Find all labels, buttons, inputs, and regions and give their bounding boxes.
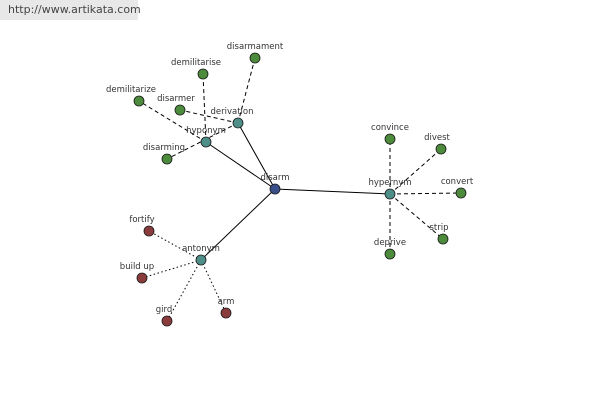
node-label: disarmament [227, 42, 284, 52]
edge-hypernym-strip [389, 193, 444, 240]
edge-disarm-antonym [200, 188, 276, 261]
node-strip[interactable]: strip [429, 223, 449, 245]
node-circle[interactable] [197, 68, 209, 80]
edge-disarm-hypernym [274, 188, 391, 195]
node-circle[interactable] [455, 187, 467, 199]
node-label: hypernym [368, 178, 411, 188]
node-circle[interactable] [220, 307, 232, 319]
node-label: strip [429, 223, 448, 233]
node-circle[interactable] [249, 52, 261, 64]
node-circle[interactable] [437, 233, 449, 245]
edge-hypernym-convert [389, 192, 462, 195]
edge-disarm-hyponym [205, 141, 276, 190]
edge-derivation-disarmer [179, 109, 239, 124]
node-label: disarm [260, 173, 289, 183]
node-circle[interactable] [384, 188, 396, 200]
edge-derivation-disarming [166, 122, 239, 160]
node-label: demilitarise [171, 58, 221, 68]
node-divest[interactable]: divest [424, 133, 451, 155]
node-circle[interactable] [232, 117, 244, 129]
node-label: gird [156, 305, 173, 315]
node-label: divest [424, 133, 450, 143]
node-label: derivation [210, 107, 253, 117]
node-label: build up [120, 262, 154, 272]
node-circle[interactable] [133, 95, 145, 107]
node-label: fortify [129, 215, 154, 225]
node-disarm[interactable]: disarm [260, 173, 290, 195]
node-convince[interactable]: convince [371, 123, 409, 145]
node-circle[interactable] [200, 136, 212, 148]
node-label: hyponym [186, 126, 226, 136]
node-label: arm [218, 297, 235, 307]
node-circle[interactable] [195, 254, 207, 266]
node-circle[interactable] [143, 225, 155, 237]
edge-hyponym-demilitarize [138, 100, 207, 143]
edge-disarm-derivation [237, 122, 276, 190]
graph-edges [138, 57, 462, 322]
node-label: antonym [182, 244, 220, 254]
node-hypernym[interactable]: hypernym [368, 178, 412, 200]
node-hyponym[interactable]: hyponym [186, 126, 226, 148]
edge-hyponym-demilitarise [202, 73, 207, 143]
node-deprive[interactable]: deprive [374, 238, 406, 260]
node-label: deprive [374, 238, 406, 248]
node-circle[interactable] [384, 248, 396, 260]
node-disarming[interactable]: disarming [143, 143, 185, 165]
graph-nodes: disarm hyponym derivation hypernym antonym di… [106, 42, 474, 327]
node-circle[interactable] [384, 133, 396, 145]
node-convert[interactable]: convert [441, 177, 474, 199]
node-arm[interactable]: arm [218, 297, 235, 319]
watermark-url: http://www.artikata.com [0, 0, 141, 20]
node-label: disarmer [157, 94, 195, 104]
node-circle[interactable] [161, 315, 173, 327]
node-circle[interactable] [174, 104, 186, 116]
node-label: convert [441, 177, 474, 187]
node-circle[interactable] [161, 153, 173, 165]
edge-hypernym-divest [389, 148, 442, 195]
node-fortify[interactable]: fortify [129, 215, 155, 237]
node-label: convince [371, 123, 409, 133]
node-antonym[interactable]: antonym [182, 244, 220, 266]
node-disarmer[interactable]: disarmer [157, 94, 195, 116]
node-label: demilitarize [106, 85, 156, 95]
node-circle[interactable] [435, 143, 447, 155]
node-disarmament[interactable]: disarmament [227, 42, 284, 64]
node-demilitarise[interactable]: demilitarise [171, 58, 221, 80]
node-demilitarize[interactable]: demilitarize [106, 85, 156, 107]
node-build-up[interactable]: build up [120, 262, 154, 284]
node-derivation[interactable]: derivation [210, 107, 254, 129]
node-circle[interactable] [269, 183, 281, 195]
edge-antonym-arm [200, 259, 227, 314]
node-label: disarming [143, 143, 185, 153]
node-gird[interactable]: gird [156, 305, 173, 327]
node-circle[interactable] [136, 272, 148, 284]
